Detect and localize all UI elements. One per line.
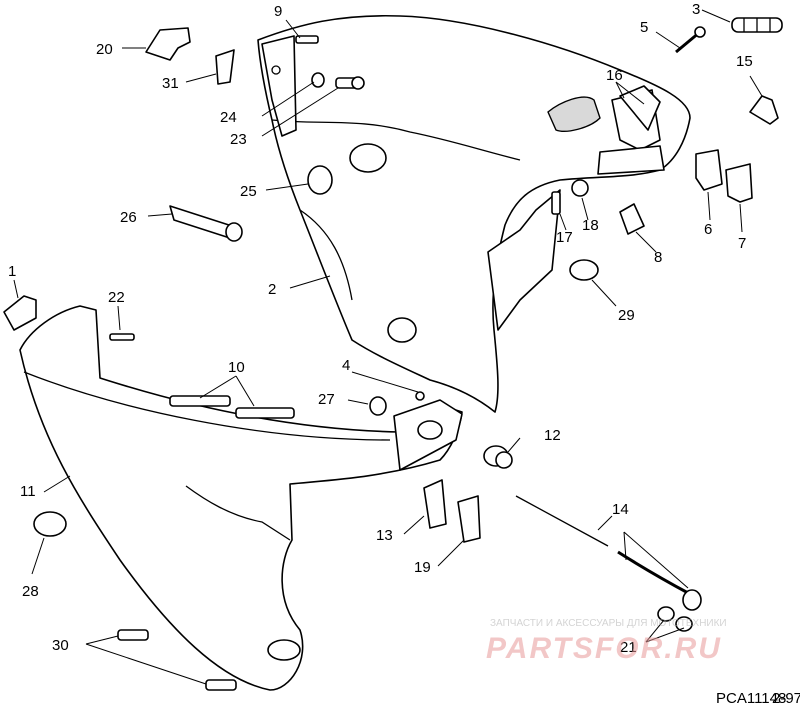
- part-13-latch: [423, 479, 447, 529]
- part-4-screw: [415, 391, 425, 401]
- part-15-clip: [749, 95, 779, 125]
- callout-28: 28: [22, 583, 39, 600]
- part-18-washer: [571, 179, 589, 197]
- callout-26: 26: [120, 209, 137, 226]
- callout-13: 13: [376, 527, 393, 544]
- callout-labels: 3 5 9 20 31 15 16 24 23 25 26 17 18 6 7 …: [8, 1, 753, 656]
- callout-21: 21: [620, 639, 637, 656]
- callout-7: 7: [738, 235, 746, 252]
- part-3-grommet: [731, 17, 783, 33]
- part-7-cover: [725, 163, 753, 203]
- callout-20: 20: [96, 41, 113, 58]
- upper-cowl: [257, 14, 691, 413]
- callout-15: 15: [736, 53, 753, 70]
- part-1-pad: [3, 295, 37, 331]
- callout-1: 1: [8, 263, 16, 280]
- callout-31: 31: [162, 75, 179, 92]
- part-19-cover: [457, 495, 481, 543]
- part-30-screw: [117, 629, 237, 691]
- callout-10: 10: [228, 359, 245, 376]
- callout-8: 8: [654, 249, 662, 266]
- callout-30: 30: [52, 637, 69, 654]
- part-29-grommet: [569, 259, 599, 281]
- footer-code: PCA11148: [716, 690, 786, 707]
- callout-5: 5: [640, 19, 648, 36]
- watermark-brand: PARTSFOR.RU: [486, 632, 722, 665]
- callout-14: 14: [612, 501, 629, 518]
- part-23-screw: [335, 76, 365, 90]
- callout-17: 17: [556, 229, 573, 246]
- part-21-screw: [657, 606, 693, 632]
- callout-2: 2: [268, 281, 276, 298]
- part-26-pin: [169, 205, 243, 242]
- part-27-nut: [369, 396, 387, 416]
- footer-page: 2-97: [772, 690, 800, 707]
- callout-3: 3: [692, 1, 700, 18]
- part-8-clip: [619, 203, 645, 235]
- callout-4: 4: [342, 357, 350, 374]
- callout-18: 18: [582, 217, 599, 234]
- part-31-clip: [215, 49, 235, 85]
- callout-24: 24: [220, 109, 237, 126]
- callout-12: 12: [544, 427, 561, 444]
- part-28-grommet: [33, 511, 67, 537]
- callout-11: 11: [20, 483, 36, 500]
- part-9-screw: [295, 35, 319, 44]
- callout-27: 27: [318, 391, 335, 408]
- watermark-caption: ЗАПЧАСТИ И АКСЕССУАРЫ ДЛЯ МОТОТЕХНИКИ: [490, 618, 727, 629]
- part-22-screw: [109, 333, 135, 341]
- part-17-screw: [551, 191, 561, 215]
- small-parts: [3, 17, 783, 691]
- callout-16: 16: [606, 67, 623, 84]
- callout-25: 25: [240, 183, 257, 200]
- callout-22: 22: [108, 289, 125, 306]
- callout-19: 19: [414, 559, 431, 576]
- part-24-grommet: [311, 72, 325, 88]
- part-10-trim: [169, 395, 295, 419]
- part-12-knob: [483, 445, 513, 469]
- watermark: ЗАПЧАСТИ И АКСЕССУАРЫ ДЛЯ МОТОТЕХНИКИ PA…: [486, 618, 727, 665]
- part-6-cover: [695, 149, 723, 191]
- callout-6: 6: [704, 221, 712, 238]
- callout-23: 23: [230, 131, 247, 148]
- leader-lines: [13, 9, 763, 685]
- part-5-screw: [675, 26, 706, 54]
- part-25-grommet: [307, 165, 333, 195]
- part-20-clamp: [145, 27, 191, 61]
- part-14-cable: [515, 495, 702, 611]
- callout-9: 9: [274, 3, 282, 20]
- part-16-bracket: [619, 85, 661, 131]
- callout-29: 29: [618, 307, 635, 324]
